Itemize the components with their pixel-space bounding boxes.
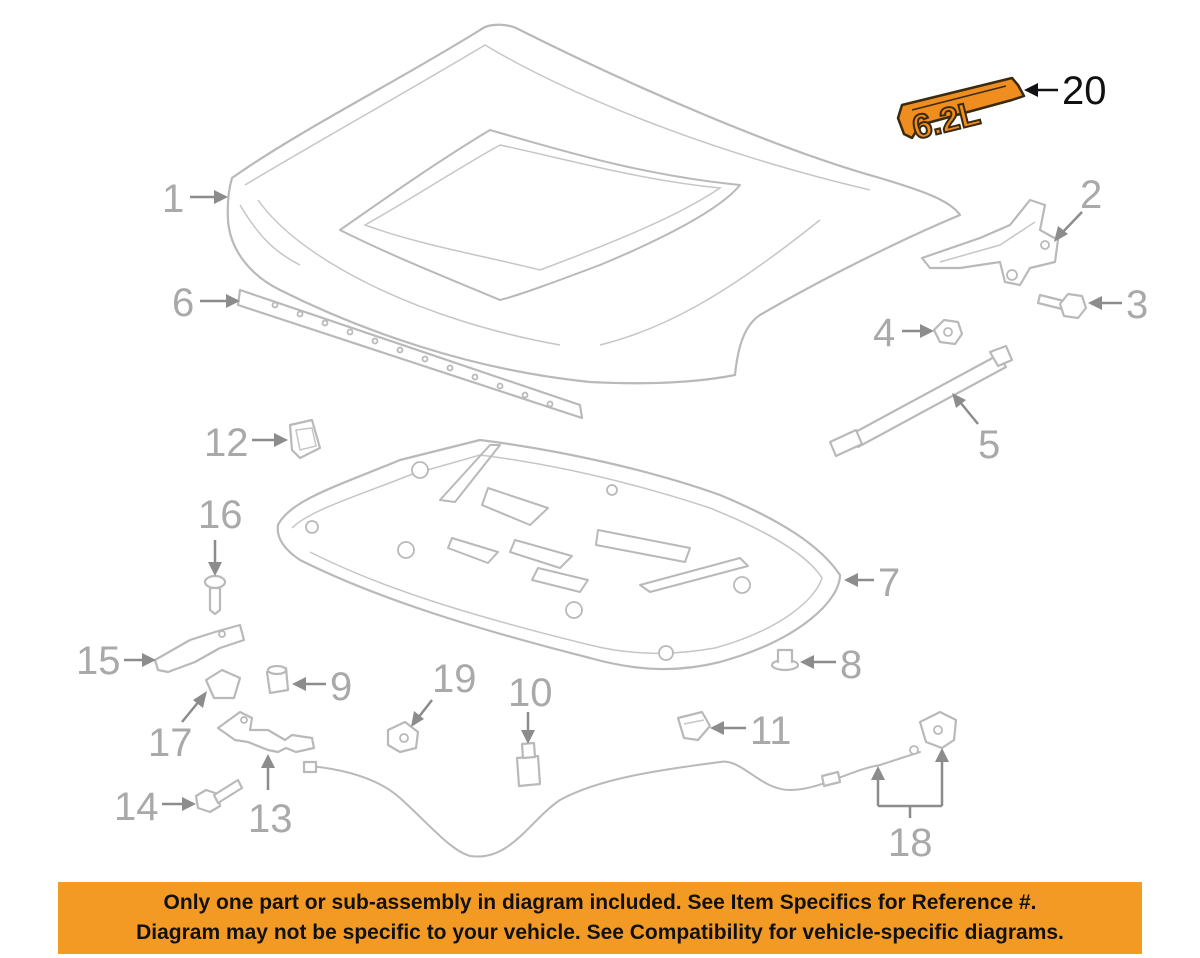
hood-hinge-part-2 bbox=[920, 198, 1060, 287]
bumper-part-9 bbox=[265, 664, 290, 695]
callout-number: 18 bbox=[888, 821, 933, 865]
callout-number: 12 bbox=[204, 421, 249, 465]
callout-number: 13 bbox=[248, 797, 293, 841]
callout-3: 3 bbox=[1088, 283, 1148, 327]
callout-7: 7 bbox=[844, 561, 900, 605]
callout-6: 6 bbox=[172, 281, 240, 325]
callout-number: 17 bbox=[148, 721, 193, 765]
callout-number: 15 bbox=[76, 639, 121, 683]
callout-number: 20 bbox=[1062, 69, 1107, 113]
hood-part-1 bbox=[226, 23, 962, 385]
callout-number: 16 bbox=[198, 493, 243, 537]
callout-number: 14 bbox=[114, 785, 159, 829]
bolt-part-3 bbox=[1036, 292, 1088, 320]
callout-17: 17 bbox=[148, 691, 207, 765]
callout-number: 9 bbox=[330, 665, 352, 709]
callout-14: 14 bbox=[114, 785, 196, 829]
callout-11: 11 bbox=[710, 709, 792, 753]
callout-number: 7 bbox=[878, 561, 900, 605]
emblem-part-20: 6.2L bbox=[896, 76, 1026, 148]
sensor-part-10 bbox=[515, 741, 542, 788]
release-cable-part-18 bbox=[302, 710, 958, 858]
callout-number: 6 bbox=[172, 281, 194, 325]
hood-seal-part-6 bbox=[236, 288, 584, 420]
callout-number: 8 bbox=[840, 643, 862, 687]
callout-number: 3 bbox=[1126, 283, 1148, 327]
callout-2: 2 bbox=[1054, 173, 1102, 242]
disclaimer-line-2: Diagram may not be specific to your vehi… bbox=[136, 921, 1064, 944]
callout-number: 4 bbox=[873, 311, 895, 355]
callout-19: 19 bbox=[411, 657, 477, 727]
callout-18: 18 bbox=[871, 748, 949, 865]
callout-number: 1 bbox=[162, 177, 184, 221]
push-pin-part-8 bbox=[770, 648, 800, 672]
clip-part-19 bbox=[386, 720, 420, 754]
callout-1: 1 bbox=[162, 177, 228, 221]
nut-part-4 bbox=[932, 318, 964, 346]
callout-4: 4 bbox=[873, 311, 934, 355]
latch-part-13 bbox=[216, 710, 316, 754]
parts-diagram: 6.2L 1 2 3 4 5 6 7 8 bbox=[76, 23, 1148, 865]
callout-20: 20 bbox=[1024, 69, 1107, 113]
callout-9: 9 bbox=[292, 665, 352, 709]
clip-part-11 bbox=[676, 710, 712, 742]
screw-part-16 bbox=[203, 574, 227, 616]
callout-number: 5 bbox=[978, 423, 1000, 467]
bumper-part-17 bbox=[204, 668, 242, 700]
callout-number: 19 bbox=[432, 657, 477, 701]
callout-number: 11 bbox=[750, 709, 792, 753]
bolt-part-14 bbox=[194, 778, 244, 814]
disclaimer-banner: Only one part or sub-assembly in diagram… bbox=[58, 882, 1142, 954]
hood-strut-part-5 bbox=[828, 344, 1014, 458]
callout-13: 13 bbox=[248, 754, 293, 841]
disclaimer-line-1: Only one part or sub-assembly in diagram… bbox=[163, 891, 1037, 914]
bracket-part-15 bbox=[153, 623, 246, 674]
callout-number: 2 bbox=[1080, 173, 1102, 217]
callout-8: 8 bbox=[800, 643, 862, 687]
callout-15: 15 bbox=[76, 639, 156, 683]
callout-5: 5 bbox=[952, 393, 1000, 467]
callout-12: 12 bbox=[204, 421, 288, 465]
callout-number: 10 bbox=[508, 671, 553, 715]
callout-16: 16 bbox=[198, 493, 243, 576]
hood-insulator-part-7 bbox=[276, 438, 842, 671]
bumper-part-12 bbox=[288, 418, 322, 460]
callout-10: 10 bbox=[508, 671, 553, 744]
